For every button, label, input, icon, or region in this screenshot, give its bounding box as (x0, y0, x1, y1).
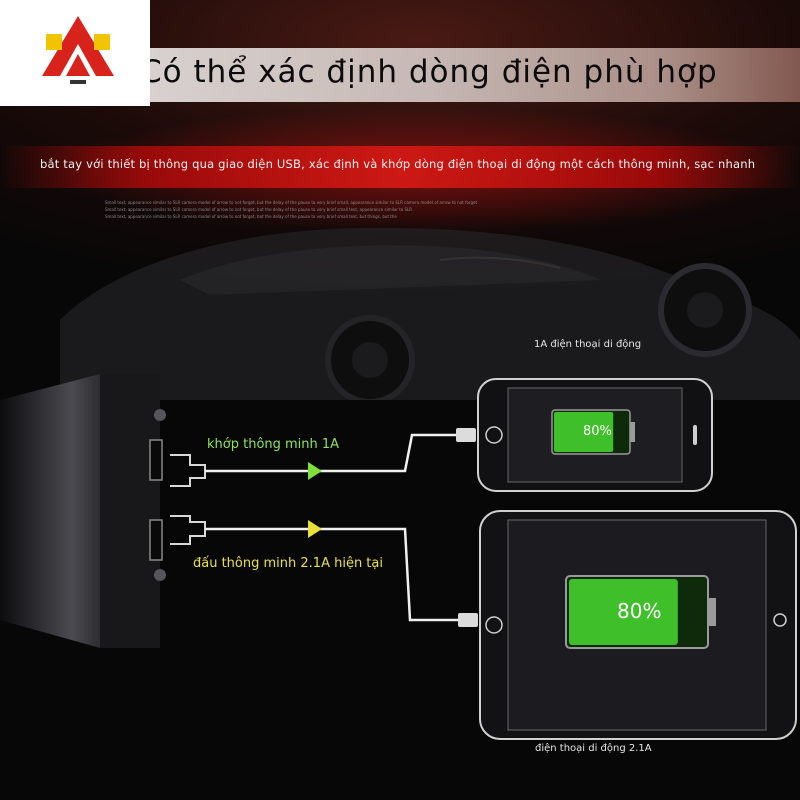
smart-21a-label: đấu thông minh 2.1A hiện tại (193, 556, 383, 571)
fine-print-line: Small text, appearance similar to SLR ca… (105, 200, 478, 205)
cable-1a (205, 433, 458, 473)
headline: Có thể xác định dòng điện phù hợp (140, 54, 718, 90)
fine-print-line: Small text, appearance similar to SLR ca… (105, 214, 397, 219)
headline-background (130, 48, 800, 102)
yellow-arrow-icon (308, 520, 322, 538)
logo-box (0, 0, 150, 106)
smart-1a-label: khớp thông minh 1A (207, 437, 340, 452)
tablet-battery-percent: 80% (617, 599, 662, 623)
brand-logo-icon (42, 16, 114, 84)
phone-caption: 1A điện thoại di động (534, 339, 642, 350)
subheadline: bắt tay với thiết bị thông qua giao diện… (40, 157, 756, 171)
car-charger-body (0, 374, 166, 648)
tablet-caption: điện thoại di động 2.1A (535, 743, 652, 754)
phone-battery-percent: 80% (583, 424, 612, 439)
cable-21a (205, 527, 460, 622)
red-banner-bar (0, 146, 800, 188)
green-arrow-icon (308, 462, 322, 480)
car-silhouette (60, 227, 800, 400)
fine-print-line: Small text, appearance similar to SLR ca… (105, 207, 413, 212)
